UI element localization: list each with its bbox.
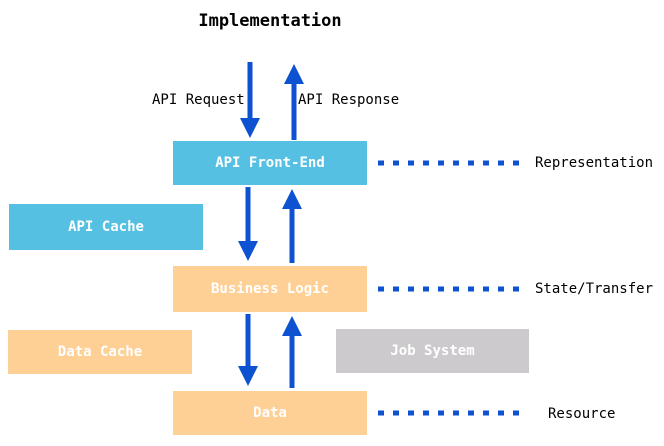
resource-layer-label: Resource xyxy=(548,406,616,422)
data-box: Data xyxy=(173,391,367,435)
representation-layer-label: Representation xyxy=(535,155,654,171)
job-system-box-label: Job System xyxy=(390,343,475,359)
data-box-label: Data xyxy=(253,405,287,421)
api-cache-box-label: API Cache xyxy=(68,219,144,235)
api-response-label: API Response xyxy=(298,92,400,108)
api-cache-box: API Cache xyxy=(9,204,203,250)
api-front-end-box: API Front-End xyxy=(173,141,367,185)
data-cache-box-label: Data Cache xyxy=(57,344,143,360)
api-front-end-box-label: API Front-End xyxy=(215,155,325,171)
business-logic-box-label: Business Logic xyxy=(210,281,329,297)
diagram-title: Implementation xyxy=(198,11,342,31)
data-cache-box: Data Cache xyxy=(8,330,192,374)
api-request-label: API Request xyxy=(152,92,245,108)
state-transfer-layer-label: State/Transfer xyxy=(535,281,654,297)
business-logic-box: Business Logic xyxy=(173,266,367,312)
job-system-box: Job System xyxy=(336,329,529,373)
